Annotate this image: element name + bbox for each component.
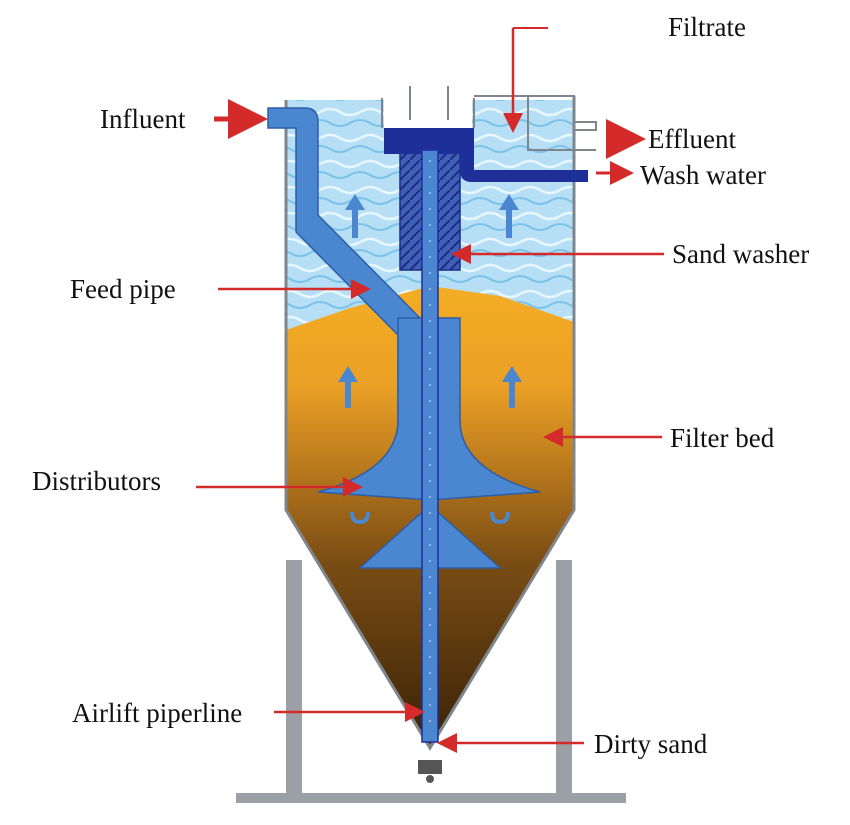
feed-pipe [267,107,421,441]
label-feed-pipe: Feed pipe [70,274,176,304]
pointer-arrows [196,28,664,753]
airlift-pipe [421,149,439,743]
label-effluent: Effluent [648,124,736,154]
drain-valve [418,760,442,774]
label-wash-water: Wash water [640,160,767,190]
label-dirty-sand: Dirty sand [594,729,708,759]
label-sand-washer: Sand washer [672,239,810,269]
label-filtrate: Filtrate [668,12,746,42]
support-frame [236,560,626,803]
flow-arrows [338,194,522,525]
label-influent: Influent [100,104,186,134]
label-distributors: Distributors [32,466,162,496]
tank-wall [284,96,576,751]
wash-water-pipe [460,150,588,182]
label-filter-bed: Filter bed [670,423,775,453]
label-airlift-pipeline: Airlift piperline [72,698,243,728]
